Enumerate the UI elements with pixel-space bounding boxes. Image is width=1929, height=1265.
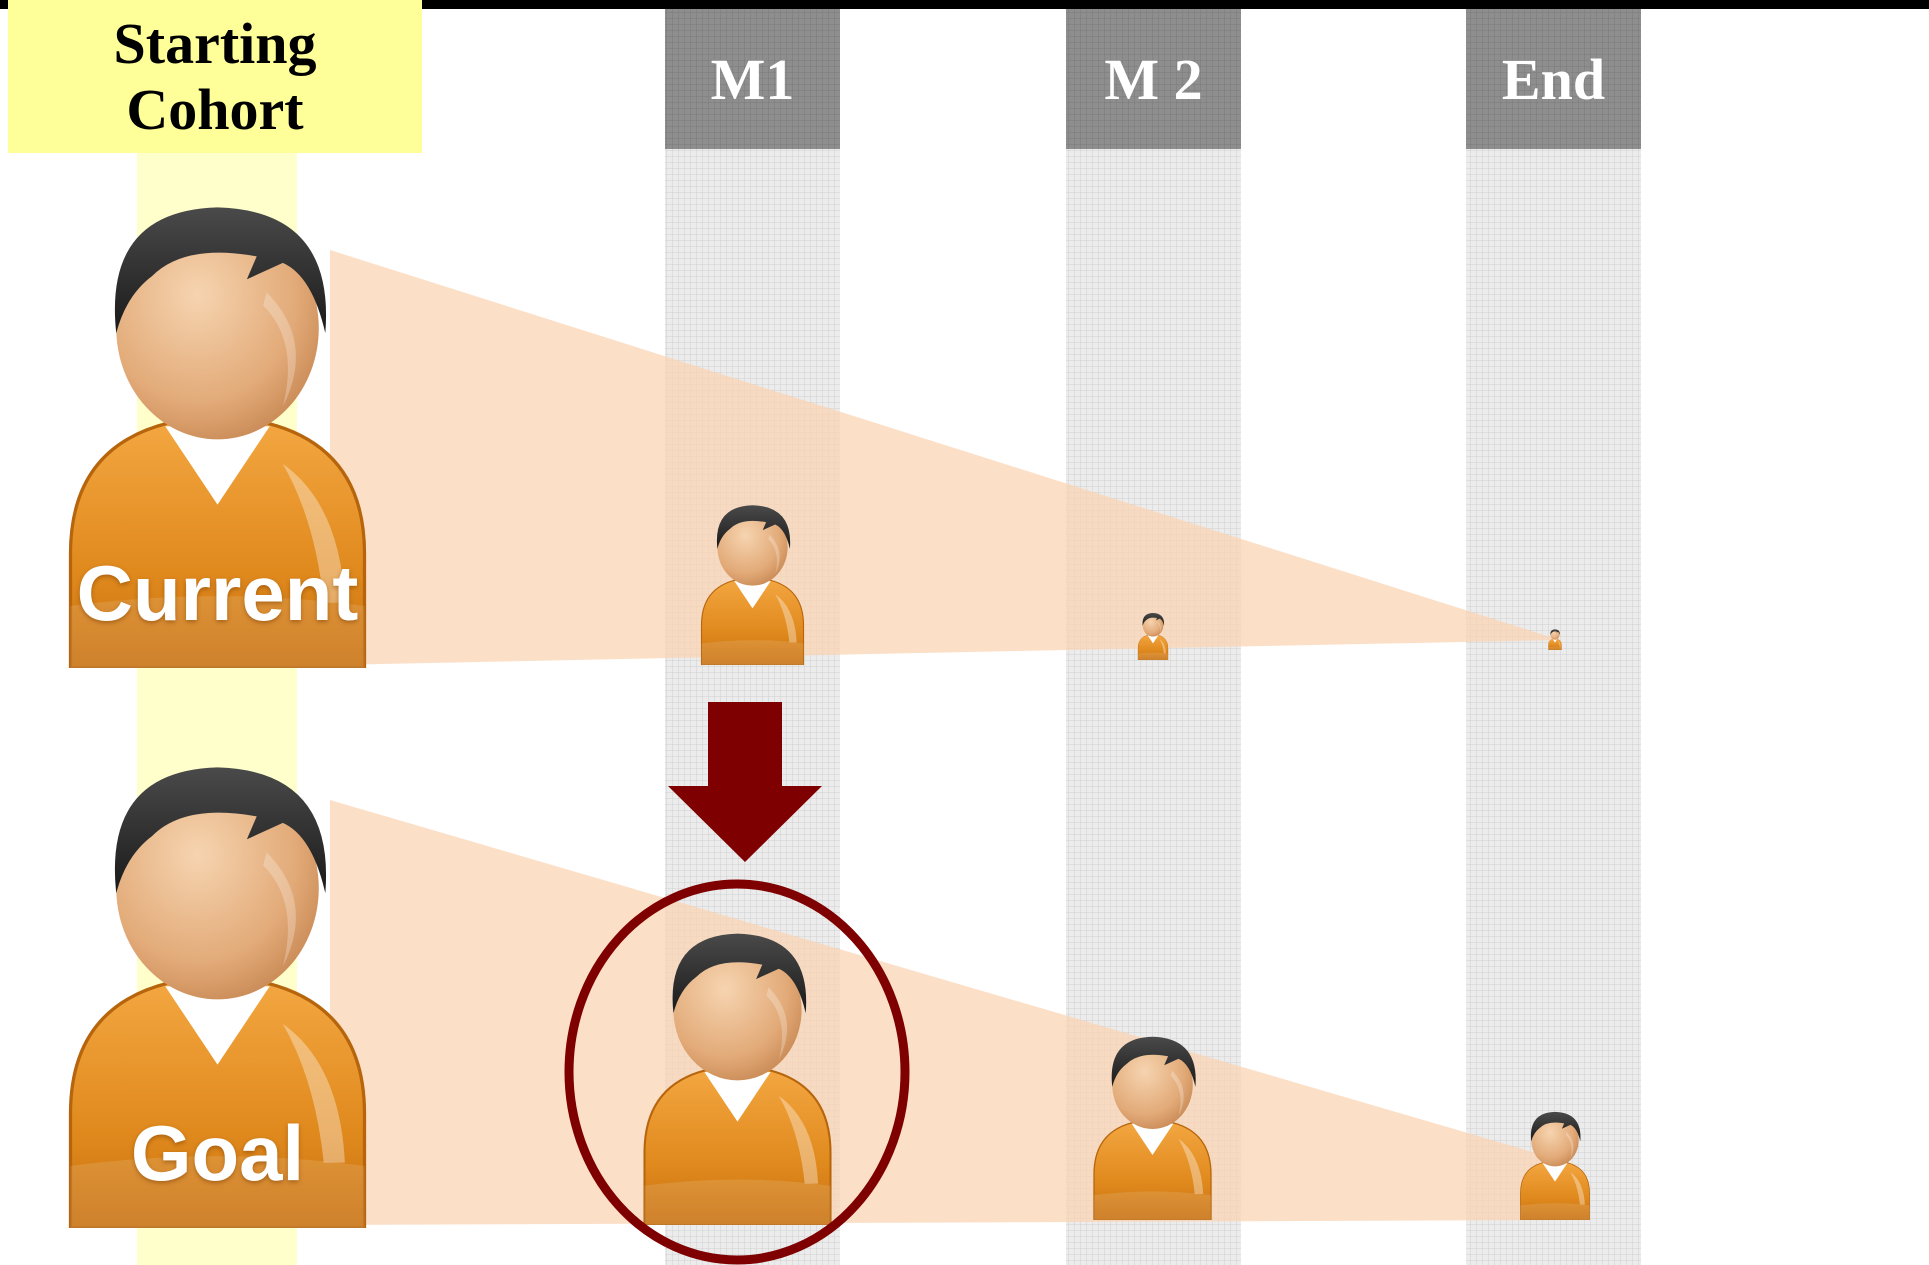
current-funnel (330, 250, 1560, 665)
top-rule (0, 0, 1929, 9)
starting-cohort-line2: Cohort (126, 76, 304, 142)
down-arrow-icon (668, 702, 822, 862)
column-header-end: End (1501, 46, 1606, 112)
column-header-m2: M 2 (1104, 46, 1203, 112)
starting-cohort-line1: Starting (113, 10, 317, 76)
column-header-m1: M1 (710, 46, 795, 112)
goal-funnel (330, 800, 1560, 1225)
goal-label: Goal (130, 1109, 305, 1197)
current-label: Current (76, 549, 359, 637)
starting-cohort-header: Starting Cohort (8, 0, 422, 153)
highlight-circle (564, 879, 910, 1265)
